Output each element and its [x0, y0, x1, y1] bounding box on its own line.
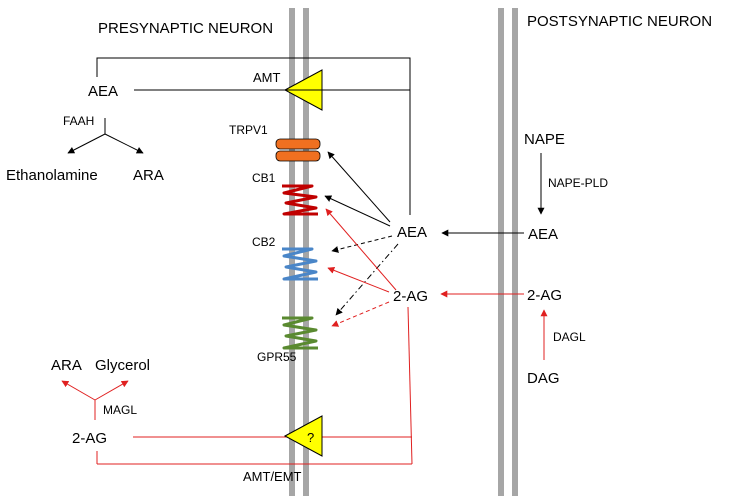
ara-bottom-label: ARA [51, 357, 82, 374]
postsynaptic-header: POSTSYNAPTIC NEURON [527, 13, 712, 30]
glycerol-label: Glycerol [95, 357, 150, 374]
amt-emt-label: AMT/EMT [243, 469, 302, 484]
trpv1-receptor-icon [275, 138, 321, 162]
trpv1-label: TRPV1 [229, 123, 268, 137]
magl-label: MAGL [103, 403, 137, 417]
faah-label: FAAH [63, 114, 94, 128]
nape-pld-label: NAPE-PLD [548, 176, 608, 190]
post-aea-label: AEA [528, 226, 558, 243]
dagl-label: DAGL [553, 330, 586, 344]
aea-receptor-arrows [324, 151, 399, 316]
cb2-receptor-icon [282, 247, 318, 281]
2ag-receptor-arrows [325, 208, 397, 327]
post-2ag-label: 2-AG [527, 287, 562, 304]
cb2-label: CB2 [252, 235, 276, 249]
2ag-uptake-path [96, 306, 413, 465]
unknown-transporter-label: ? [307, 430, 314, 445]
ethanolamine-label: Ethanolamine [6, 167, 98, 184]
presynaptic-header: PRESYNAPTIC NEURON [98, 20, 273, 37]
cb1-receptor-icon [282, 184, 318, 216]
aea-uptake-path [96, 57, 411, 215]
gpr55-label: GPR55 [257, 350, 297, 364]
amt-label: AMT [253, 70, 281, 85]
amt-emt-transporter-icon [283, 415, 323, 457]
faah-branch [67, 118, 144, 154]
magl-branch [61, 380, 129, 420]
postsynaptic-membrane [498, 8, 518, 496]
gpr55-receptor-icon [282, 316, 318, 350]
pre-aea-label: AEA [88, 83, 118, 100]
dag-label: DAG [527, 370, 560, 387]
nape-label: NAPE [524, 131, 565, 148]
pre-2ag-label: 2-AG [72, 430, 107, 447]
cleft-aea-label: AEA [397, 224, 427, 241]
ara-top-label: ARA [133, 167, 164, 184]
cleft-2ag-label: 2-AG [393, 288, 428, 305]
cb1-label: CB1 [252, 171, 276, 185]
